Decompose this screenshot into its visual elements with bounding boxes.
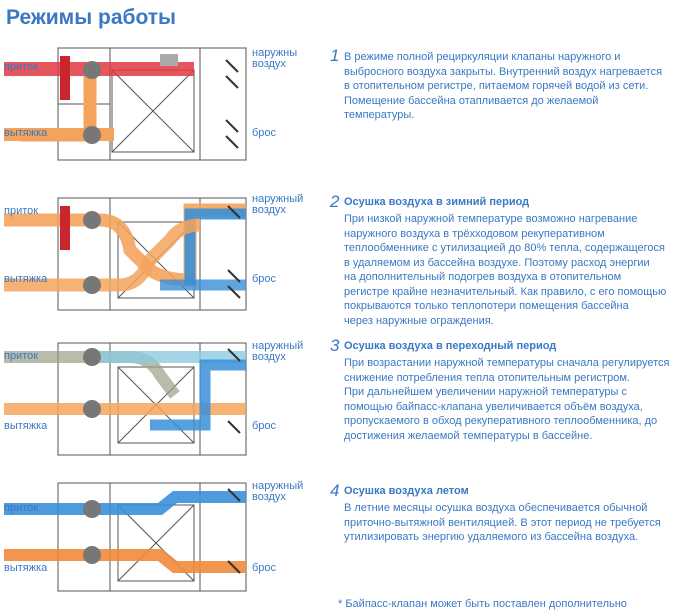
mode-number: 4: [330, 481, 340, 500]
label-supply: приток: [4, 502, 39, 514]
label-outdoor: наружный воздух: [252, 193, 304, 216]
damper-icon: [227, 348, 241, 434]
footnote: * Байпасс-клапан может быть поставлен до…: [338, 598, 627, 610]
label-supply: приток: [4, 61, 39, 73]
fan-icon: [83, 211, 101, 294]
diagram-mode-3: приток вытяжка наружный воздух брос: [0, 335, 310, 463]
label-outdoor: наружный воздух: [252, 480, 304, 503]
unit-schematic-1: [4, 47, 247, 161]
label-exhaust: вытяжка: [4, 420, 48, 432]
heater-coil: [60, 206, 70, 250]
outdoor-air-path: [184, 208, 246, 285]
mode-text: При возрастании наружной температуры сна…: [344, 357, 670, 442]
exhaust-path: [4, 218, 201, 292]
label-discharge: брос: [252, 420, 277, 432]
mode-number: 2: [330, 192, 340, 211]
mode-text: В летние месяцы осушка воздуха обеспечив…: [344, 502, 661, 543]
label-exhaust: вытяжка: [4, 273, 48, 285]
mode-number: 3: [330, 336, 340, 355]
mode-text: В режиме полной рециркуляции клапаны нар…: [344, 51, 663, 121]
unit-schematic-4: [4, 482, 247, 592]
outdoor-air-path: [150, 359, 246, 431]
mode-heading: Осушка воздуха в переходный период: [344, 340, 557, 352]
damper-icon: [227, 488, 241, 574]
label-supply: приток: [4, 205, 39, 217]
mode-text: При низкой наружной температуре возможно…: [344, 213, 667, 327]
label-outdoor: наружны воздух: [252, 47, 298, 70]
label-exhaust: вытяжка: [4, 127, 48, 139]
unit-schematic-2: [4, 197, 247, 311]
label-supply: приток: [4, 350, 39, 362]
fan-icon: [83, 61, 101, 144]
heat-exchanger-icon: [160, 54, 178, 66]
label-exhaust: вытяжка: [4, 562, 48, 574]
heater-coil: [60, 56, 70, 100]
fan-icon: [83, 348, 101, 418]
label-discharge: брос: [252, 127, 277, 139]
mode-number: 1: [330, 46, 340, 65]
supply-heated-path: [4, 203, 246, 287]
mode-heading: Осушка воздуха в зимний период: [344, 196, 530, 208]
label-outdoor: наружный воздух: [252, 340, 304, 363]
exhaust-path: [4, 549, 246, 573]
fan-icon: [83, 500, 101, 564]
unit-schematic-3: [4, 342, 247, 456]
diagram-mode-4: приток вытяжка наружный воздух брос: [0, 475, 310, 603]
page-title: Режимы работы: [6, 6, 176, 29]
label-discharge: брос: [252, 273, 277, 285]
diagram-mode-2: приток вытяжка наружный воздух брос: [0, 190, 310, 318]
outdoor-supply-path: [4, 491, 246, 515]
damper-icon: [225, 59, 239, 149]
damper-icon: [227, 205, 241, 299]
label-discharge: брос: [252, 562, 277, 574]
diagram-mode-1: приток вытяжка наружны воздух брос: [0, 40, 310, 168]
mode-heading: Осушка воздуха летом: [344, 485, 469, 497]
